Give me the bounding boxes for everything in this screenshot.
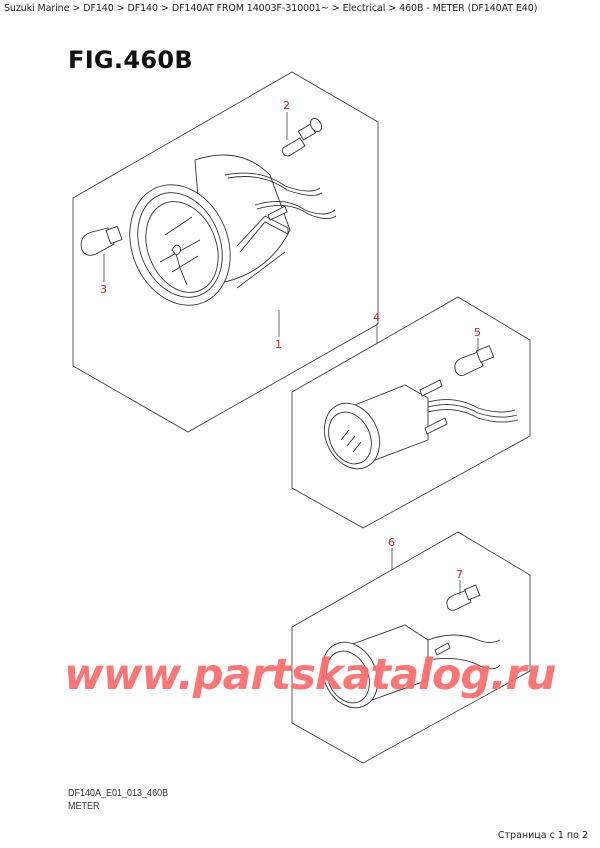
- breadcrumb-separator: >: [72, 3, 81, 14]
- callout-2[interactable]: 2: [283, 99, 290, 112]
- callout-3[interactable]: 3: [100, 283, 107, 296]
- pagination-status: Страница с 1 по 2: [497, 830, 588, 841]
- breadcrumb-separator: >: [160, 3, 169, 14]
- assembly-frame-3: [291, 531, 531, 764]
- figure-name: METER: [68, 801, 100, 812]
- callout-4[interactable]: 4: [373, 311, 380, 324]
- breadcrumb-item-model[interactable]: DF140: [83, 3, 114, 14]
- breadcrumb: Suzuki Marine>DF140>DF140>DF140AT FROM 1…: [4, 3, 537, 14]
- meter-gauge-medium: [323, 379, 519, 470]
- figure-code: DF140A_E01_013_460B: [68, 788, 169, 799]
- watermark: www.partskatalog.ru: [64, 650, 556, 700]
- breadcrumb-separator: >: [388, 3, 397, 14]
- breadcrumb-item-serial[interactable]: DF140AT FROM 14003F-310001~: [171, 3, 329, 14]
- breadcrumb-separator: >: [331, 3, 340, 14]
- breadcrumb-item-submodel[interactable]: DF140: [127, 3, 159, 14]
- callout-6[interactable]: 6: [388, 536, 395, 549]
- bulb-holder-2: [282, 117, 323, 157]
- callout-1[interactable]: 1: [275, 338, 282, 351]
- assembly-frame-2: [291, 296, 531, 529]
- bulb-7: [446, 584, 481, 611]
- assembly-frame-1: [72, 71, 379, 433]
- callout-5[interactable]: 5: [474, 326, 481, 339]
- breadcrumb-separator: >: [116, 3, 125, 14]
- breadcrumb-item-category[interactable]: Electrical: [342, 3, 386, 14]
- callout-7[interactable]: 7: [456, 568, 463, 581]
- meter-gauge-large: [129, 154, 337, 306]
- bulb-5: [454, 345, 495, 377]
- breadcrumb-item-brand[interactable]: Suzuki Marine: [4, 3, 70, 14]
- figure-title: FIG.460B: [68, 46, 193, 74]
- breadcrumb-item-current: 460B - METER (DF140AT E40): [399, 3, 538, 14]
- bulb-3: [80, 225, 123, 256]
- meter-gauge-small: [321, 624, 501, 709]
